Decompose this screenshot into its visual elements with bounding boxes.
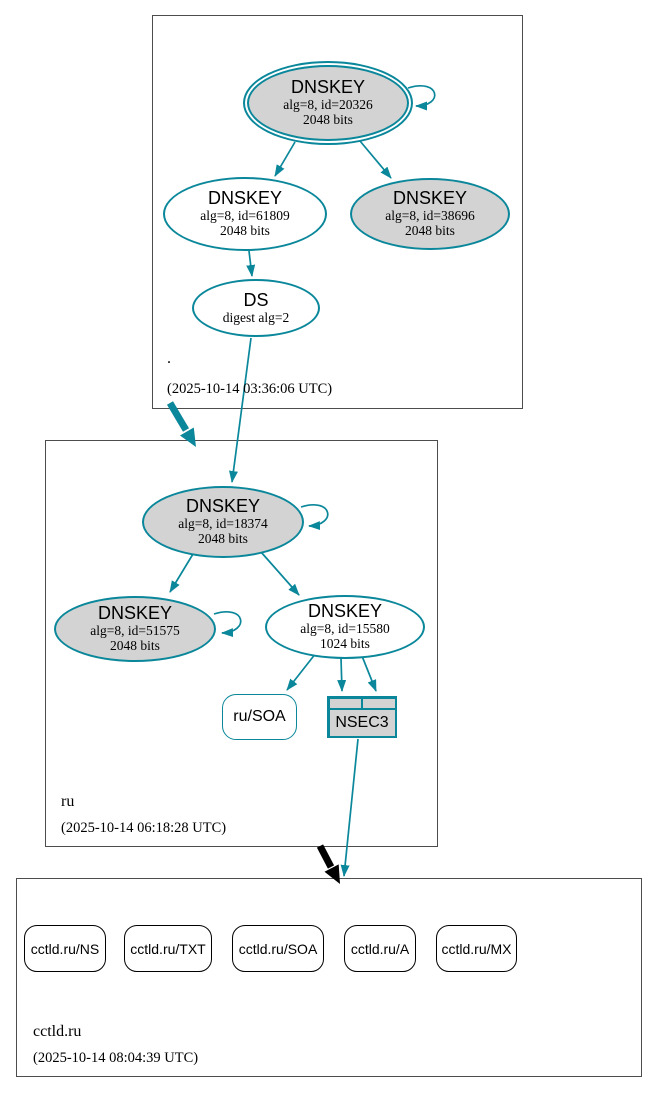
node-dnskey-38696[interactable]: DNSKEY alg=8, id=38696 2048 bits (350, 178, 510, 250)
dnskey-title: DNSKEY (290, 77, 366, 98)
node-dnskey-20326[interactable]: DNSKEY alg=8, id=20326 2048 bits (243, 61, 413, 145)
dnskey-alg-id: alg=8, id=20326 (283, 97, 373, 113)
zone-timestamp-root: (2025-10-14 03:36:06 UTC) (167, 381, 333, 397)
node-ds-root[interactable]: DS digest alg=2 (192, 279, 320, 337)
rrset-label: cctld.ru/TXT (130, 940, 206, 957)
node-rrset-ru-soa[interactable]: ru/SOA (222, 694, 297, 740)
node-rrset-cctld-txt[interactable]: cctld.ru/TXT (124, 925, 212, 972)
node-nsec3[interactable]: NSEC3 (327, 696, 397, 738)
dnskey-title: DNSKEY (185, 496, 261, 517)
edge-delegation-ru-cctld-shaft (316, 844, 335, 869)
zone-label-cctld-ru: cctld.ru (33, 1023, 82, 1040)
zone-box-cctld-ru (16, 878, 642, 1077)
node-rrset-cctld-a[interactable]: cctld.ru/A (344, 925, 416, 972)
dnskey-bits: 2048 bits (303, 112, 353, 128)
ds-digest: digest alg=2 (222, 309, 290, 325)
node-rrset-cctld-soa[interactable]: cctld.ru/SOA (232, 925, 324, 972)
node-rrset-cctld-mx[interactable]: cctld.ru/MX (436, 925, 517, 972)
zone-timestamp-cctld-ru: (2025-10-14 08:04:39 UTC) (33, 1050, 199, 1066)
dnskey-bits: 1024 bits (320, 636, 370, 652)
dnskey-title: DNSKEY (392, 188, 468, 209)
nsec3-label: NSEC3 (329, 709, 395, 736)
rrset-label: cctld.ru/SOA (238, 940, 318, 957)
dnskey-title: DNSKEY (207, 188, 283, 209)
dnskey-alg-id: alg=8, id=18374 (178, 516, 268, 532)
dnskey-bits: 2048 bits (405, 223, 455, 239)
node-dnskey-18374[interactable]: DNSKEY alg=8, id=18374 2048 bits (142, 486, 304, 558)
node-dnskey-20326-inner: DNSKEY alg=8, id=20326 2048 bits (247, 65, 409, 141)
rrset-label: ru/SOA (233, 708, 286, 725)
dnskey-alg-id: alg=8, id=61809 (200, 208, 290, 224)
dnskey-alg-id: alg=8, id=15580 (300, 621, 390, 637)
dnskey-alg-id: alg=8, id=51575 (90, 623, 180, 639)
dnskey-title: DNSKEY (97, 603, 173, 624)
dnskey-title: DNSKEY (307, 601, 383, 622)
node-dnskey-15580[interactable]: DNSKEY alg=8, id=15580 1024 bits (265, 595, 425, 659)
rrset-label: cctld.ru/A (350, 940, 410, 957)
node-rrset-cctld-ns[interactable]: cctld.ru/NS (24, 925, 106, 972)
node-dnskey-61809[interactable]: DNSKEY alg=8, id=61809 2048 bits (163, 177, 327, 251)
zone-label-root: . (167, 350, 171, 367)
zone-box-root (152, 15, 523, 409)
zone-timestamp-ru: (2025-10-14 06:18:28 UTC) (61, 820, 227, 836)
rrset-label: cctld.ru/NS (30, 940, 100, 957)
dnskey-alg-id: alg=8, id=38696 (385, 208, 475, 224)
dnskey-bits: 2048 bits (110, 638, 160, 654)
rrset-label: cctld.ru/MX (441, 940, 512, 957)
zone-label-ru: ru (61, 793, 75, 810)
node-dnskey-51575[interactable]: DNSKEY alg=8, id=51575 2048 bits (54, 596, 216, 662)
nsec3-record-cell-right (363, 698, 395, 708)
dnskey-bits: 2048 bits (198, 531, 248, 547)
nsec3-record-cell-left (329, 698, 361, 708)
ds-title: DS (243, 290, 269, 310)
dnskey-bits: 2048 bits (220, 223, 270, 239)
